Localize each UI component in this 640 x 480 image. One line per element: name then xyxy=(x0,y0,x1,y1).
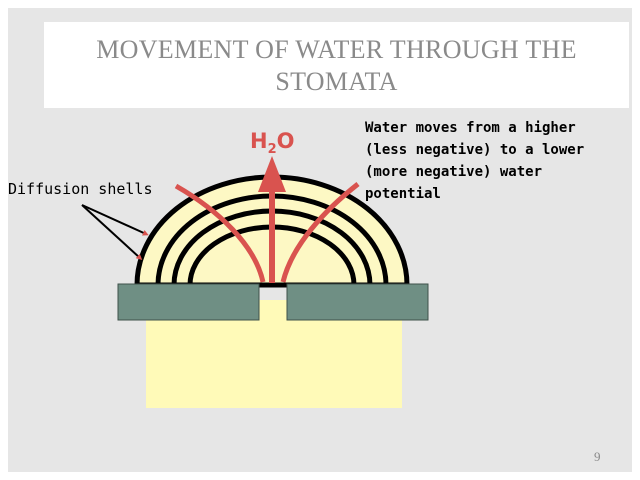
pointer-arrow-upper xyxy=(81,204,149,236)
page-number: 9 xyxy=(594,449,601,464)
water-potential-description: Water moves from a higher (less negative… xyxy=(365,120,585,202)
slide-title: MOVEMENT OF WATER THROUGH THE STOMATA xyxy=(96,35,577,96)
pointer-arrow-lower xyxy=(81,204,143,261)
guard-cell-left xyxy=(117,283,260,321)
water-flow-arrowhead xyxy=(258,156,286,192)
title-box: MOVEMENT OF WATER THROUGH THE STOMATA xyxy=(44,22,629,108)
h2o-label: H2O xyxy=(250,129,295,158)
water-flow-left xyxy=(174,183,266,283)
guard-cell-right xyxy=(286,283,429,321)
water-flow-right xyxy=(280,182,360,283)
diffusion-shells-label: Diffusion shells xyxy=(8,180,153,198)
